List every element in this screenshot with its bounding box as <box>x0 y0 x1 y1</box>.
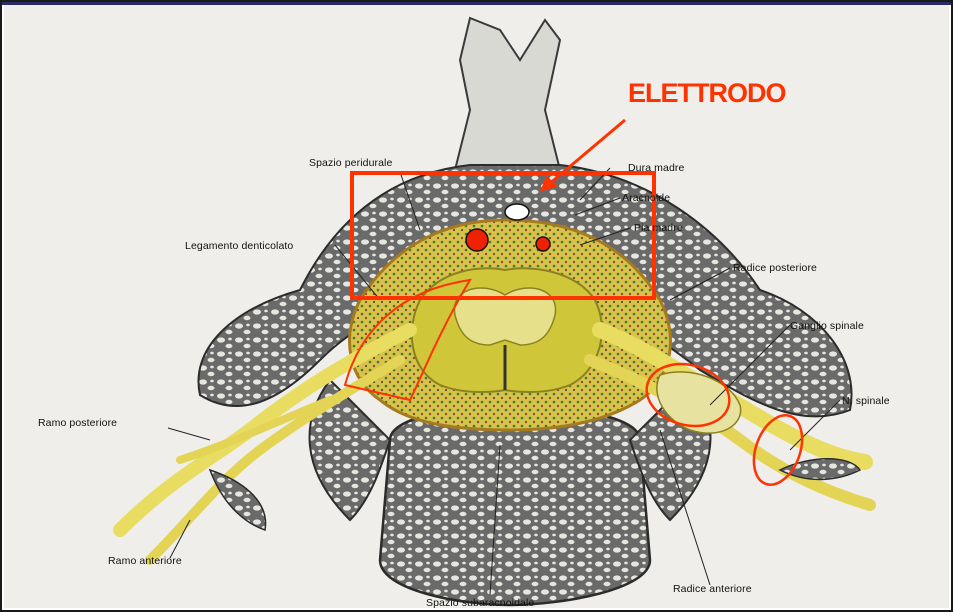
anatomy-figure: ELETTRODO Spazio peridurale Dura madre A… <box>0 0 953 612</box>
figure-frame <box>0 0 953 612</box>
